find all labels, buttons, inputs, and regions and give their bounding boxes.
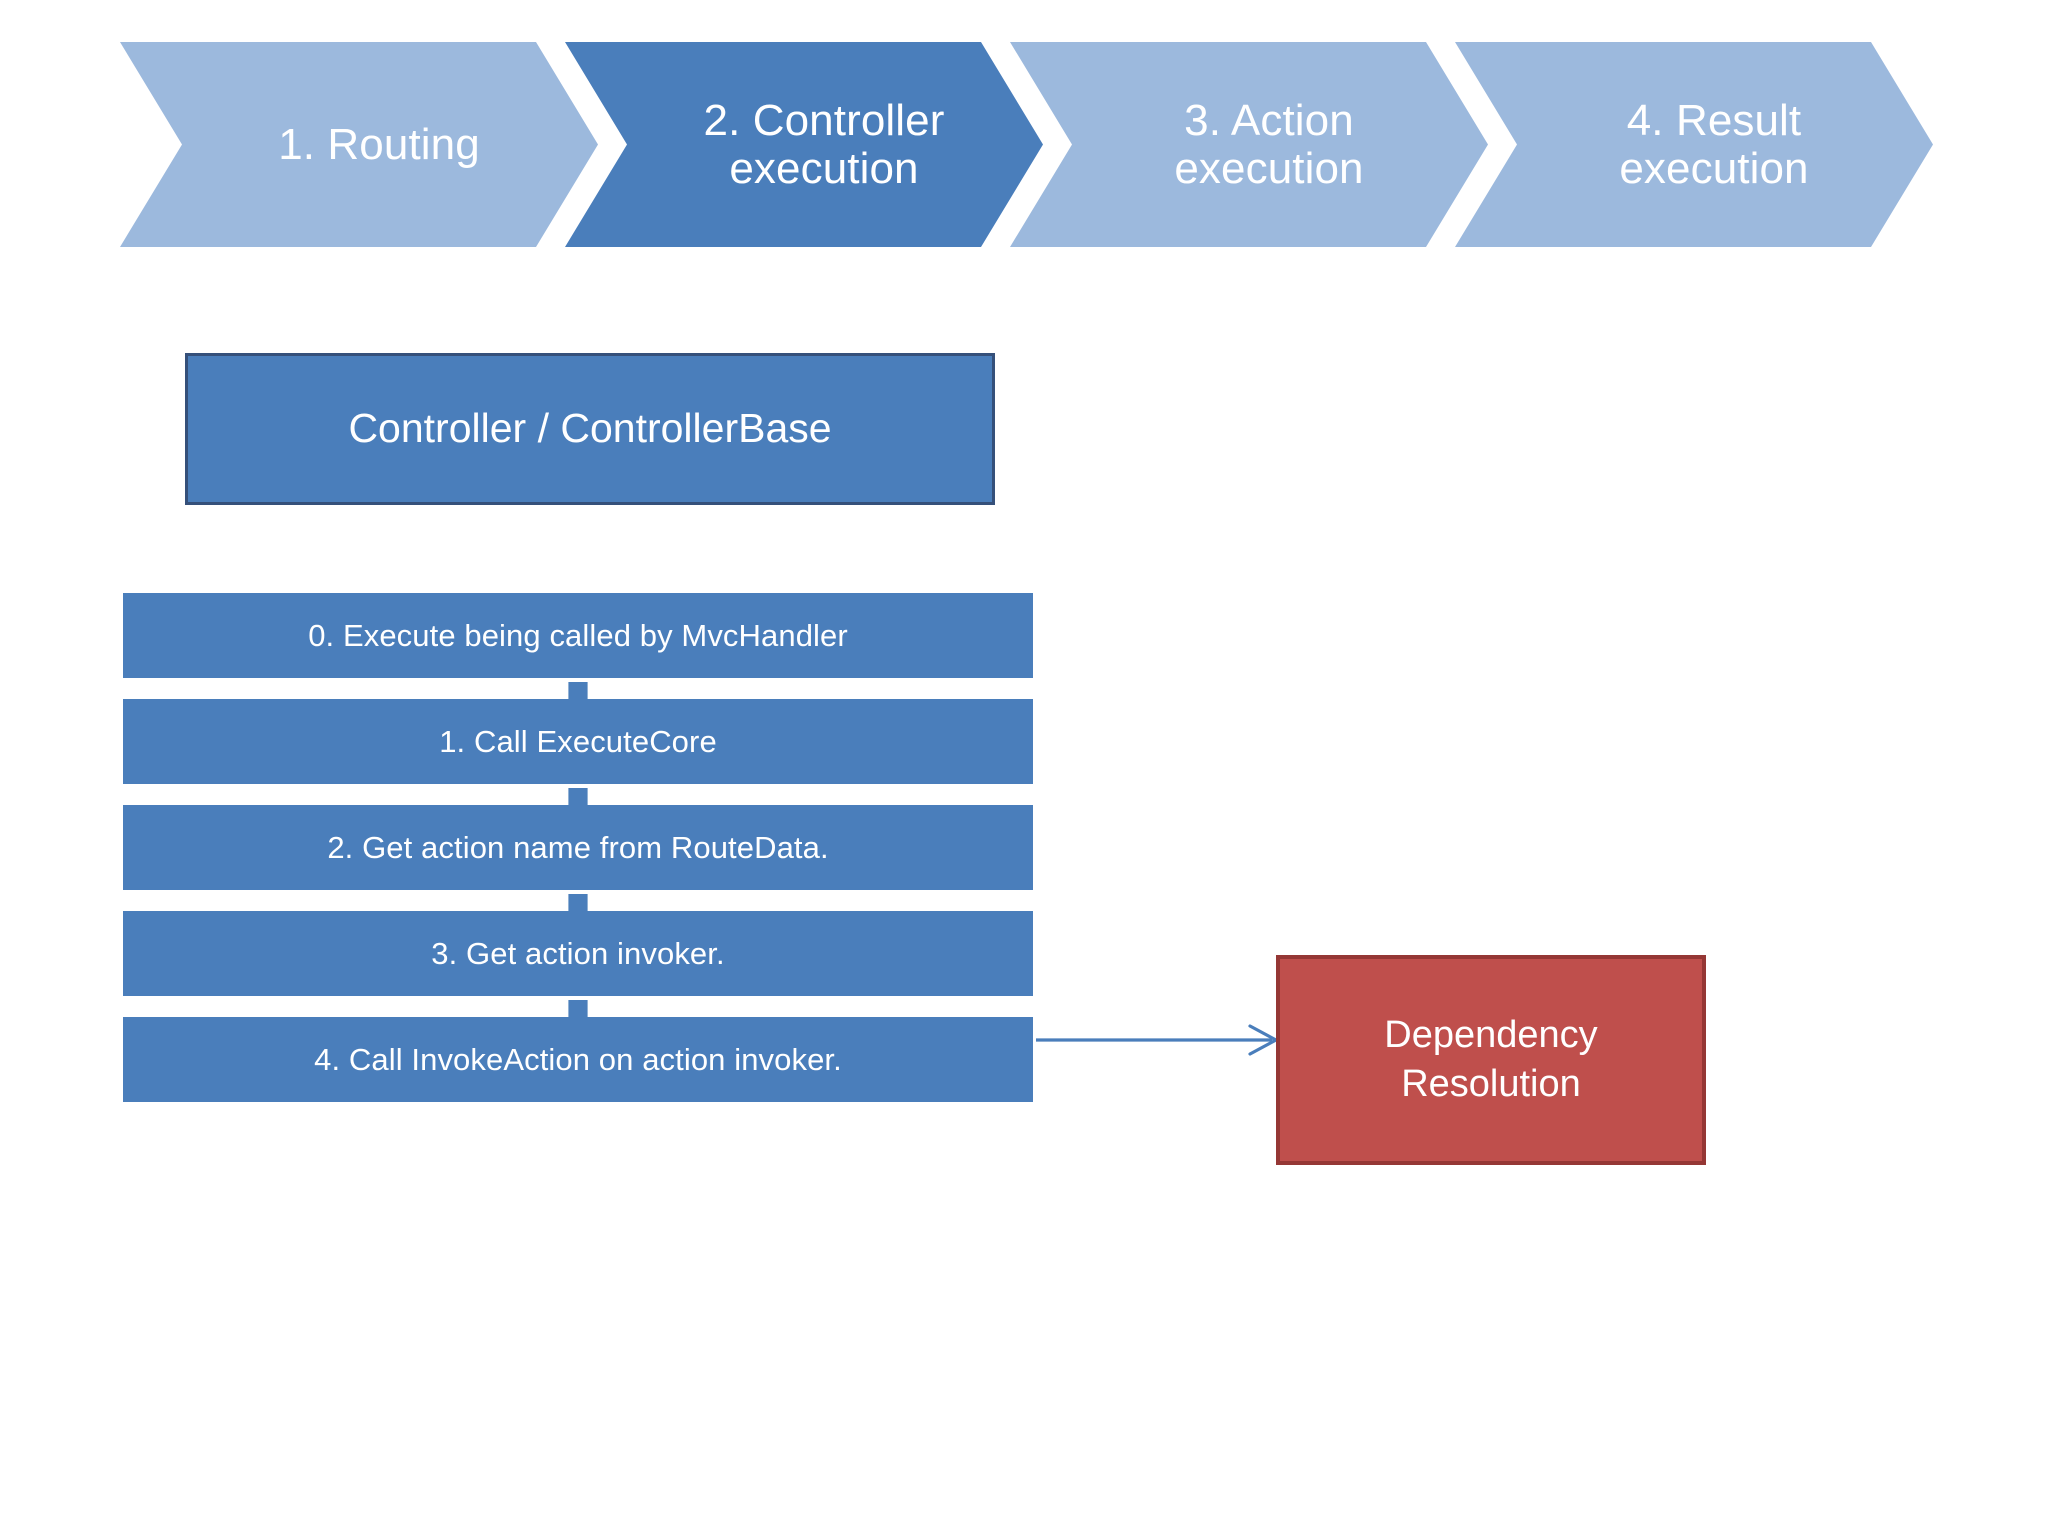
controller-base-label: Controller / ControllerBase	[348, 405, 832, 452]
flow-step-4[interactable]: 4. Call InvokeAction on action invoker.	[123, 1017, 1033, 1102]
right-arrow-icon	[1036, 1024, 1280, 1056]
controller-base-node[interactable]: Controller / ControllerBase	[185, 353, 995, 505]
pipeline-stage-label: 1. Routing	[278, 119, 480, 169]
flow-step-label: 0. Execute being called by MvcHandler	[308, 617, 848, 653]
pipeline-stage-label: 3. Action execution	[1174, 95, 1364, 193]
pipeline-stage-result-execution[interactable]: 4. Result execution	[1455, 42, 1933, 247]
flow-step-label: 3. Get action invoker.	[431, 935, 725, 971]
flow-step-label: 2. Get action name from RouteData.	[327, 829, 829, 865]
dependency-resolution-node[interactable]: Dependency Resolution	[1276, 955, 1706, 1165]
pipeline-stage-label: 4. Result execution	[1619, 95, 1809, 193]
dependency-connector	[1036, 1018, 1280, 1062]
flow-step-label: 1. Call ExecuteCore	[439, 723, 717, 759]
pipeline-stage-routing[interactable]: 1. Routing	[120, 42, 598, 247]
dependency-resolution-label: Dependency Resolution	[1384, 1014, 1598, 1105]
pipeline-stage-action-execution[interactable]: 3. Action execution	[1010, 42, 1488, 247]
flow-step-1[interactable]: 1. Call ExecuteCore	[123, 699, 1033, 784]
flow-step-2[interactable]: 2. Get action name from RouteData.	[123, 805, 1033, 890]
pipeline-stage-controller-execution[interactable]: 2. Controller execution	[565, 42, 1043, 247]
flow-step-3[interactable]: 3. Get action invoker.	[123, 911, 1033, 996]
flow-step-0[interactable]: 0. Execute being called by MvcHandler	[123, 593, 1033, 678]
pipeline-stage-label: 2. Controller execution	[703, 95, 945, 193]
flow-step-label: 4. Call InvokeAction on action invoker.	[314, 1041, 842, 1077]
pipeline-stage-band: 1. Routing 2. Controller execution 3. Ac…	[0, 42, 2048, 247]
